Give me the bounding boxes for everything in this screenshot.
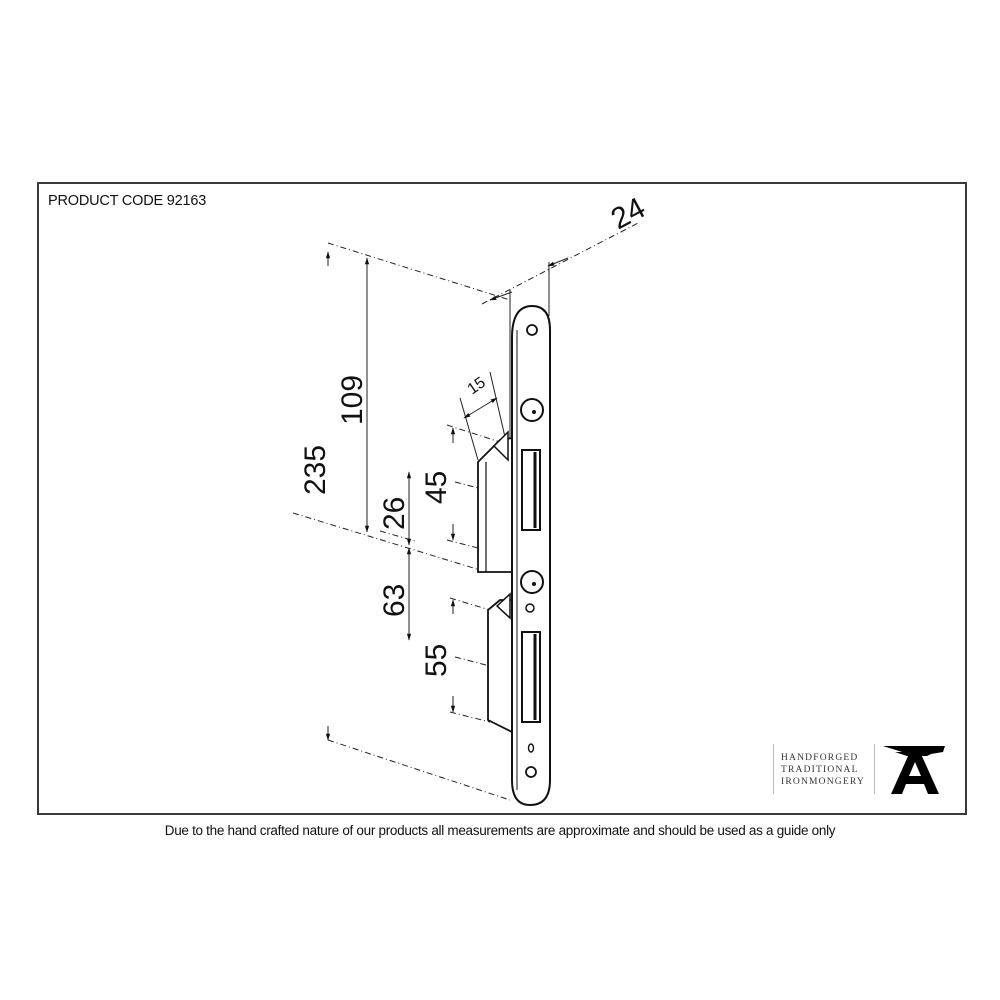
dim-24: 24 bbox=[606, 191, 651, 236]
product-code: PRODUCT CODE 92163 bbox=[48, 193, 207, 209]
dimension-labels: 24 235 109 15 45 26 63 55 bbox=[299, 191, 651, 677]
dim-15: 15 bbox=[465, 374, 489, 398]
brand-text: HANDFORGED TRADITIONAL IRONMONGERY bbox=[781, 752, 865, 788]
dim-55: 55 bbox=[420, 644, 453, 677]
brand-divider bbox=[874, 744, 875, 794]
brand-line-3: IRONMONGERY bbox=[781, 777, 865, 787]
brand-line-1: HANDFORGED bbox=[781, 753, 859, 763]
brand-line-2: TRADITIONAL bbox=[781, 765, 859, 775]
strike-plate bbox=[477, 304, 551, 807]
anvil-a-icon bbox=[883, 746, 945, 794]
dim-109: 109 bbox=[336, 375, 369, 425]
dim-63: 63 bbox=[378, 584, 411, 617]
dim-235: 235 bbox=[299, 445, 332, 495]
disclaimer: Due to the hand crafted nature of our pr… bbox=[164, 823, 836, 838]
dim-26: 26 bbox=[378, 497, 411, 530]
extension-lines bbox=[292, 221, 641, 801]
brand-divider bbox=[773, 744, 774, 794]
drawing-frame bbox=[37, 182, 967, 815]
brand-logo-block: HANDFORGED TRADITIONAL IRONMONGERY bbox=[773, 742, 953, 796]
dim-45: 45 bbox=[420, 471, 453, 504]
